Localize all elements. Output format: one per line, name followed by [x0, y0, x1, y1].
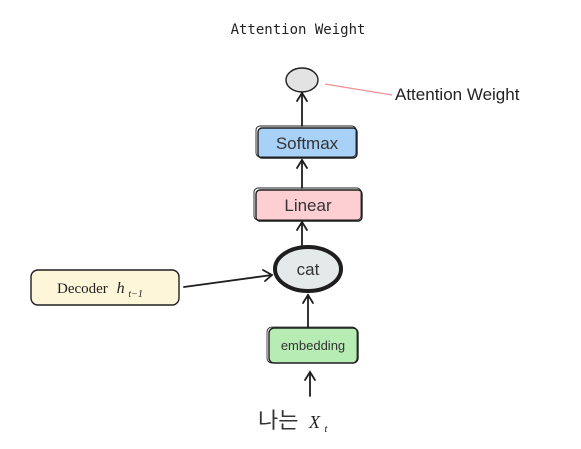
arrow-decoder-to-cat: [183, 269, 274, 288]
arrow-cat-to-linear: [296, 220, 308, 248]
linear-node: Linear: [253, 187, 363, 222]
arrow-embedding-to-cat: [302, 293, 314, 328]
cat-label: cat: [297, 260, 320, 279]
output-node: [285, 67, 319, 93]
decoder-label: Decoder h t−1: [57, 280, 143, 300]
input-subscript: t: [324, 423, 328, 435]
decoder-node: Decoder h t−1: [30, 269, 180, 306]
decoder-text: Decoder: [57, 281, 108, 297]
decoder-subscript: t−1: [128, 289, 143, 300]
embedding-label: embedding: [281, 338, 345, 353]
arrow-linear-to-softmax: [296, 158, 308, 189]
arrow-input-to-embedding: [304, 370, 316, 397]
arrow-softmax-to-output: [296, 91, 308, 127]
diagram-title: Attention Weight: [231, 22, 366, 38]
softmax-node: Softmax: [255, 125, 358, 159]
linear-label: Linear: [284, 196, 332, 215]
input-symbol: X: [308, 412, 321, 432]
decoder-symbol: h: [117, 280, 125, 297]
embedding-node: embedding: [266, 326, 359, 364]
input-label: 나는 X t: [258, 409, 328, 435]
cat-node: cat: [273, 245, 343, 293]
softmax-label: Softmax: [276, 134, 339, 153]
input-token: 나는: [258, 409, 298, 434]
output-annotation-label: Attention Weight: [395, 85, 520, 104]
annotation-connector: [324, 83, 393, 96]
